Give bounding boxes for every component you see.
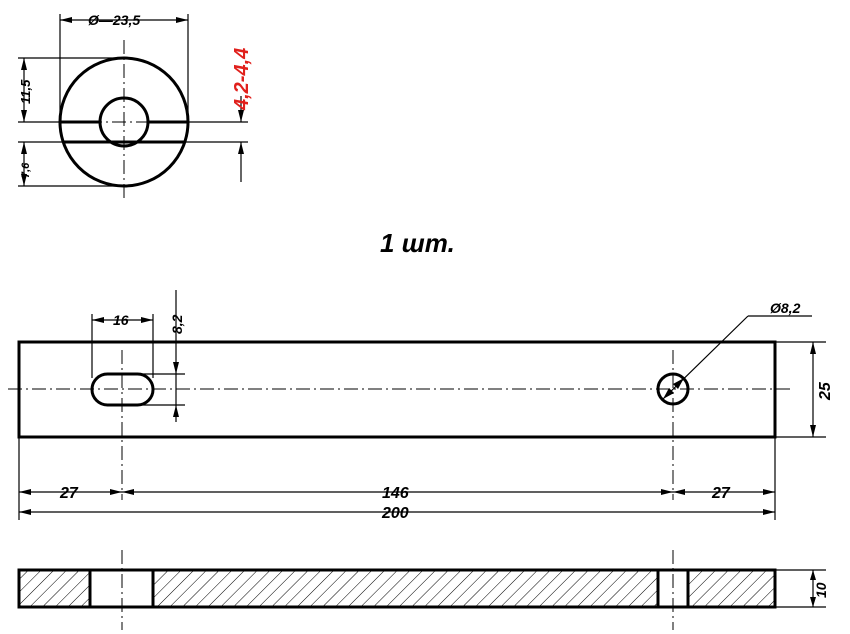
slot-w-arrow-top (173, 362, 179, 374)
bar-w-arrow-bottom (810, 425, 816, 437)
hole-leader-arrow-b (673, 378, 684, 389)
washer-lower-arrow-top (21, 142, 27, 154)
slot-width-label: 8,2 (169, 314, 185, 334)
washer-thickness-label: 4,2-4,4 (231, 48, 253, 111)
section-outline (17, 568, 777, 609)
slot-length-label: 16 (113, 312, 129, 328)
right-offset-arrow-r (763, 489, 775, 495)
washer-lower-arrow-bottom (21, 174, 27, 186)
slot-len-arrow-right (141, 317, 153, 323)
slot-len-arrow-left (92, 317, 104, 323)
hole-diameter-label: Ø8,2 (770, 300, 801, 316)
washer-dia-arrow-right (176, 17, 188, 23)
washer-thickness-arrow-bottom (238, 142, 244, 154)
washer-dia-arrow-left (60, 17, 72, 23)
right-offset-arrow-l (673, 489, 685, 495)
total-length-label: 200 (381, 505, 409, 522)
right-offset-label: 27 (711, 485, 731, 502)
section-t-arrow-top (810, 570, 816, 580)
washer-upper-height-label: 11,5 (18, 79, 33, 104)
total-length-arrow-r (763, 509, 775, 515)
washer-upper-arrow-bottom (21, 110, 27, 122)
washer-thickness-arrow-top (238, 110, 244, 122)
section-t-arrow-bottom (810, 597, 816, 607)
total-length-arrow-l (19, 509, 31, 515)
bar-top-view: 16 8,2 Ø8,2 25 27 146 27 (8, 290, 834, 522)
center-distance-arrow-r (661, 489, 673, 495)
left-offset-arrow-l (19, 489, 31, 495)
washer-diameter-label: Ø—23,5 (88, 12, 140, 28)
section-hatch-3 (688, 570, 775, 607)
center-distance-arrow-l (122, 489, 134, 495)
washer-upper-arrow-top (21, 58, 27, 70)
slot-w-arrow-bottom (173, 405, 179, 417)
left-offset-label: 27 (59, 485, 79, 502)
section-hatch-1 (19, 570, 90, 607)
washer-view: Ø—23,5 11,5 7,6 4,2-4,4 (18, 12, 253, 200)
quantity-label: 1 шт. (380, 228, 455, 258)
section-thickness-label: 10 (813, 582, 829, 598)
section-hatch-2 (153, 570, 658, 607)
bar-w-arrow-top (810, 342, 816, 354)
left-offset-arrow-r (110, 489, 122, 495)
hole-leader-arrow-a (663, 388, 674, 399)
washer-lower-height-label: 7,6 (20, 162, 32, 178)
bar-width-label: 25 (817, 381, 834, 401)
bar-section-view: 10 (17, 550, 829, 630)
center-distance-label: 146 (382, 485, 409, 502)
